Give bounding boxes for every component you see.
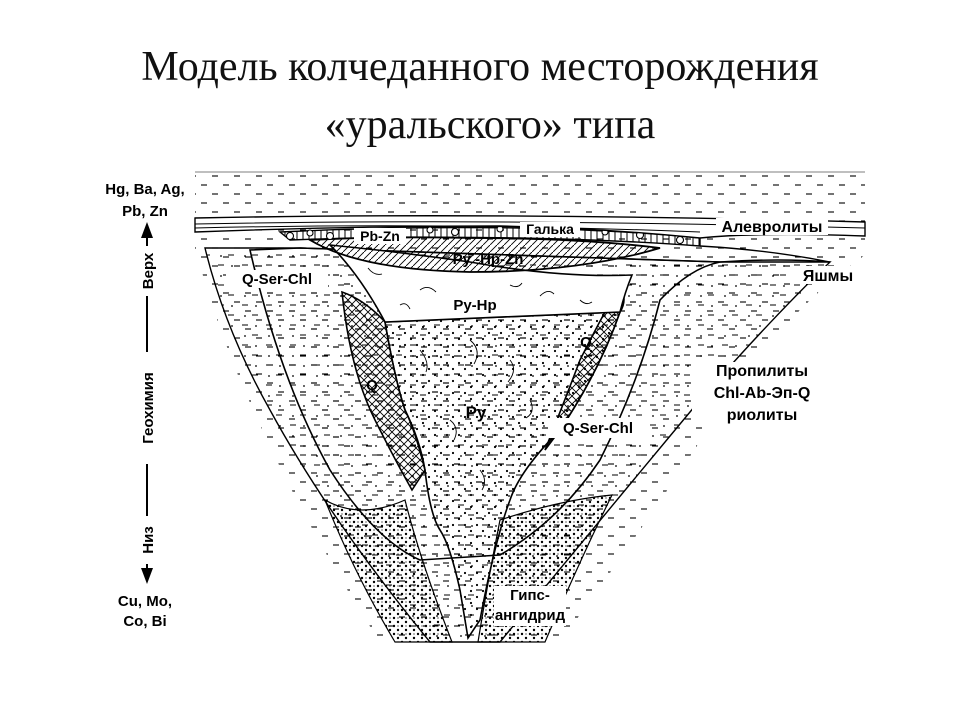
label-yashmy: Яшмы	[803, 268, 853, 285]
label-propility-1: Пропилиты	[716, 363, 808, 380]
label-py: Py	[466, 403, 487, 422]
label-galka: Галька	[526, 221, 574, 237]
label-alevrolity: Алевролиты	[722, 219, 823, 236]
geochem-arrow-down-icon	[141, 568, 153, 584]
geochem-arrow-up-icon	[141, 222, 153, 238]
label-q-ser-chl-lower: Q-Ser-Chl	[563, 420, 633, 437]
label-q-right: Q	[580, 334, 592, 351]
geochem-bottom-elements-1: Cu, Mo,	[118, 593, 172, 610]
label-gips-1: Гипс-	[510, 587, 550, 604]
label-gips-2: ангидрид	[495, 607, 566, 624]
label-q-left: Q	[366, 377, 378, 394]
geochem-upper-label: Верх	[140, 252, 157, 289]
geochem-middle-label: Геохимия	[140, 372, 157, 444]
label-py-hp-zn: Py -Hp-Zn	[453, 251, 524, 268]
label-q-ser-chl-upper: Q-Ser-Chl	[242, 271, 312, 288]
outer-white-right	[560, 255, 865, 642]
label-pb-zn: Pb-Zn	[360, 228, 400, 244]
label-propility-3: риолиты	[727, 407, 797, 424]
jasper-layer	[699, 245, 831, 263]
siltstone-layers	[194, 215, 866, 239]
outer-white-left	[195, 248, 380, 642]
title-line-1: Модель колчеданного месторождения	[141, 44, 819, 90]
geochem-top-elements-1: Hg, Ba, Ag,	[105, 181, 184, 198]
geochem-top-elements-2: Pb, Zn	[122, 203, 168, 220]
label-py-hp: Py-Hp	[453, 297, 496, 314]
geochem-lower-label: Низ	[140, 526, 157, 554]
py-veinlets	[419, 339, 533, 491]
title-line-2: «уральского» типа	[324, 102, 656, 148]
label-propility-2: Chl-Ab-Эп-Q	[714, 385, 811, 402]
geochem-bottom-elements-2: Co, Bi	[123, 613, 166, 630]
slide-title: Модель колчеданного месторождения «ураль…	[0, 38, 960, 154]
pebble-circles	[285, 225, 685, 245]
